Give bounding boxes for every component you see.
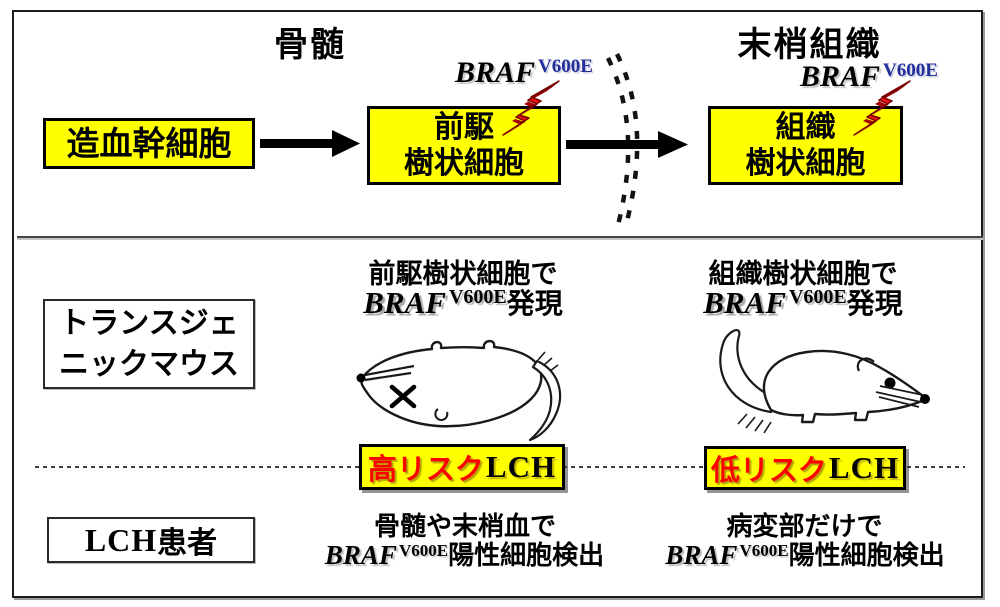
precursor-box-line2: 樹状細胞 (404, 146, 524, 180)
lightning-bolt-icon (499, 80, 560, 139)
row-label-line2: ニックマウス (59, 348, 239, 381)
expression-suffix: 発現 (846, 288, 903, 319)
high-risk-lch-box: 高リスク LCH (359, 444, 565, 490)
low-risk-lch-box: 低リスク LCH (704, 446, 906, 490)
braf-gene-text: BRAF (800, 60, 881, 93)
patient-left-detection-line: BRAF V600E 陽性細胞検出 (322, 535, 607, 572)
v600e-superscript: V600E (739, 541, 789, 560)
lightning-bolt-icon (850, 80, 911, 139)
row-label-lch: LCH (84, 521, 158, 558)
patient-left-line1: 骨髄や末梢血で (373, 511, 556, 541)
braf-v600e-label-precursor: BRAF V600E (455, 56, 593, 90)
lch-text: LCH (828, 450, 900, 485)
braf-gene-text: BRAF (703, 285, 786, 320)
detection-suffix: 陽性細胞検出 (788, 540, 945, 570)
precursor-box-line1: 前駆 (434, 110, 494, 144)
braf-gene-text: BRAF (324, 540, 397, 570)
stem-cell-box: 造血幹細胞 (43, 118, 255, 169)
detection-suffix: 陽性細胞検出 (448, 540, 605, 570)
lch-text: LCH (485, 449, 557, 484)
tissue-expression-braf-line: BRAF V600E 発現 (678, 282, 928, 322)
arrow-icon (260, 130, 360, 157)
dead-mouse-illustration (356, 339, 562, 442)
section-divider-line (17, 236, 983, 240)
peripheral-tissue-header: 末梢組織 (737, 26, 882, 64)
v600e-superscript: V600E (883, 60, 938, 81)
tissue-box-line2: 樹状細胞 (745, 146, 866, 180)
patient-right-detection-line: BRAF V600E 陽性細胞検出 (665, 535, 945, 572)
arrow-icon (566, 131, 688, 158)
high-risk-text: 高リスク (367, 454, 484, 486)
transgenic-mouse-row-label: トランスジェ ニックマウス (43, 299, 255, 389)
row-label-suffix: 患者 (157, 527, 218, 560)
row-label-line1: トランスジェ (59, 307, 239, 340)
expression-suffix: 発現 (506, 288, 563, 319)
patient-right-line1: 病変部だけで (726, 511, 883, 541)
v600e-superscript: V600E (398, 541, 449, 560)
v600e-superscript: V600E (538, 56, 593, 77)
diagram-outer-frame (12, 10, 983, 598)
braf-v600e-label-tissue: BRAF V600E (800, 60, 938, 94)
tissue-expression-line1: 組織樹状細胞で (708, 259, 898, 289)
stem-cell-label: 造血幹細胞 (66, 124, 232, 162)
bone-marrow-header: 骨髄 (274, 26, 346, 64)
braf-gene-text: BRAF (455, 56, 536, 89)
v600e-superscript: V600E (448, 286, 507, 308)
precursor-expression-braf-line: BRAF V600E 発現 (338, 282, 588, 322)
lch-patient-row-label: LCH 患者 (47, 517, 255, 563)
tissue-box-line1: 組織 (775, 110, 836, 144)
braf-gene-text: BRAF (665, 540, 738, 570)
precursor-expression-line1: 前駆樹状細胞で (368, 259, 558, 289)
braf-gene-text: BRAF (363, 285, 446, 320)
v600e-superscript: V600E (788, 286, 847, 308)
healthy-mouse-illustration (719, 329, 930, 434)
precursor-dendritic-cell-box: 前駆 樹状細胞 (367, 106, 561, 185)
low-risk-text: 低リスク (710, 455, 827, 487)
